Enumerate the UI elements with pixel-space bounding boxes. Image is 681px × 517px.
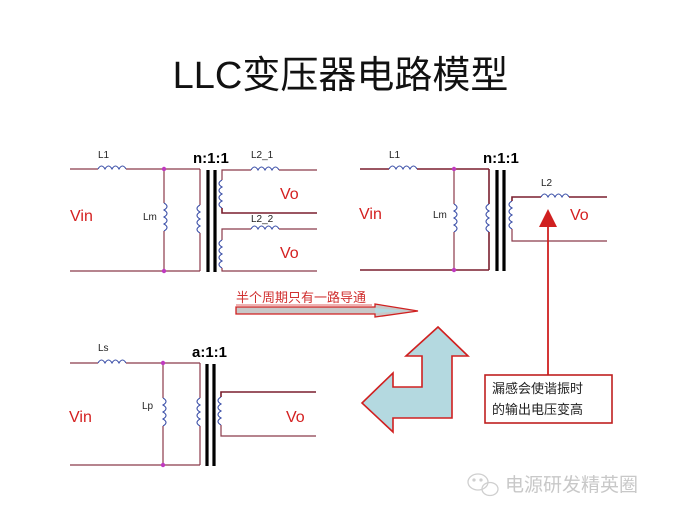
conduction-note: 半个周期只有一路导通 [236, 290, 366, 306]
wire [221, 228, 251, 240]
inductor-l1-coil [97, 165, 127, 171]
wire [220, 391, 316, 397]
wire [221, 208, 317, 214]
output-voltage-label: Vo [570, 207, 589, 224]
inductor-lm-coil [162, 202, 168, 232]
inductor-ls-coil [97, 359, 127, 365]
inductor-l1-label: L1 [98, 150, 110, 161]
watermark-text: 电源研发精英圈 [505, 474, 638, 496]
secondary-winding-coil [217, 396, 223, 426]
turns-ratio-label: n:1:1 [483, 150, 519, 167]
inductor-ls-label: Ls [98, 343, 109, 354]
node [161, 166, 167, 172]
node [160, 462, 166, 468]
wire [221, 169, 251, 180]
wechat-icon [467, 473, 499, 497]
callout-line-2: 的输出电压变高 [492, 402, 583, 418]
inductor-l2-1-coil [250, 166, 280, 172]
wire [220, 425, 316, 437]
circuit-1: L1 Lm n:1:1 L2_1 Vo L2_2 Vo Vin [70, 150, 317, 274]
input-voltage-label: Vin [69, 409, 92, 426]
wire [511, 229, 607, 242]
right-block-arrow [235, 303, 419, 318]
inductor-l2-coil [540, 193, 570, 199]
turns-ratio-label: n:1:1 [193, 150, 229, 167]
inductor-l1-label: L1 [389, 150, 401, 161]
inductor-l2-2-label: L2_2 [251, 214, 274, 225]
circuit-3: Ls Lp a:1:1 Vo Vin [69, 343, 316, 468]
node [451, 267, 457, 273]
callout-box [484, 374, 613, 424]
inductor-l2-label: L2 [541, 178, 553, 189]
wire [511, 196, 541, 201]
primary-winding-coil [196, 397, 202, 427]
inductor-lm-label: Lm [143, 212, 157, 223]
watermark: 电源研发精英圈 [467, 473, 638, 497]
secondary-winding-2-coil [218, 239, 224, 269]
inductor-lm-label: Lm [433, 210, 447, 221]
circuit-2: L1 Lm n:1:1 L2 Vo Vin [359, 150, 607, 273]
bent-block-arrow [360, 325, 470, 434]
inductor-l1-coil [388, 165, 418, 171]
primary-winding-coil [485, 203, 491, 233]
secondary-winding-1-coil [218, 179, 224, 209]
callout-line-1: 漏感会使谐振时 [492, 381, 583, 397]
output-voltage-label: Vo [286, 409, 305, 426]
secondary-winding-coil [508, 200, 514, 230]
inductor-l2-1-label: L2_1 [251, 150, 274, 161]
input-voltage-label: Vin [70, 208, 93, 225]
right-block-arrow-tip [375, 308, 407, 313]
inductor-lp-coil [161, 397, 167, 427]
inductor-lp-label: Lp [142, 401, 154, 412]
output-voltage-2-label: Vo [280, 245, 299, 262]
input-voltage-label: Vin [359, 206, 382, 223]
node [161, 268, 167, 274]
page-title: LLC变压器电路模型 [172, 55, 509, 97]
turns-ratio-label: a:1:1 [192, 344, 227, 361]
node [160, 360, 166, 366]
node [451, 166, 457, 172]
primary-winding-coil [196, 204, 202, 234]
wire [221, 268, 317, 272]
inductor-lm-coil [452, 203, 458, 233]
inductor-l2-2-coil [250, 225, 280, 231]
output-voltage-1-label: Vo [280, 186, 299, 203]
